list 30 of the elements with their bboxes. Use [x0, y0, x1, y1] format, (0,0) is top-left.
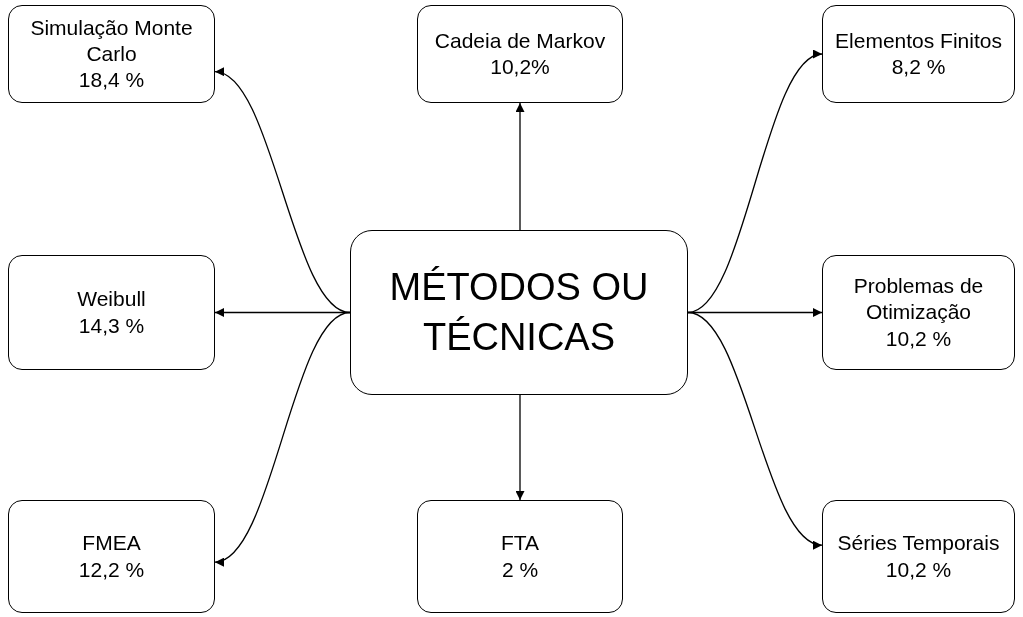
method-text: Weibull	[77, 286, 146, 313]
method-text: 12,2 %	[78, 556, 145, 583]
method-text: 18,4 %	[78, 67, 145, 94]
arrow	[515, 102, 525, 231]
arrow	[214, 311, 351, 564]
method-box	[822, 5, 1015, 103]
method-box	[8, 500, 215, 613]
method-box	[822, 500, 1015, 613]
method-text: 8,2 %	[891, 54, 946, 80]
method-text: 10,2 %	[885, 325, 952, 352]
method-text: Problemas de Otimização	[852, 273, 985, 326]
method-text: Cadeia de Markov	[434, 27, 606, 54]
method-box	[417, 5, 623, 103]
method-text: 14,3 %	[78, 312, 145, 339]
method-text: FTA	[500, 530, 540, 557]
method-box	[822, 255, 1015, 370]
central-topic-box	[350, 230, 688, 395]
arrow	[515, 394, 525, 501]
arrow	[687, 311, 823, 547]
method-box	[417, 500, 623, 613]
method-text: 10,2 %	[885, 556, 952, 583]
method-text: FMEA	[82, 530, 141, 557]
method-text: 2 %	[501, 556, 539, 583]
method-box	[8, 255, 215, 370]
method-box	[8, 5, 215, 103]
method-text: Séries Temporais	[837, 530, 1000, 557]
method-text: Simulação Monte Carlo	[29, 14, 194, 67]
method-text: 10,2%	[490, 54, 550, 80]
topic-title: MÉTODOS OU TÉCNICAS	[388, 265, 650, 360]
method-text: Elementos Finitos	[835, 27, 1002, 54]
